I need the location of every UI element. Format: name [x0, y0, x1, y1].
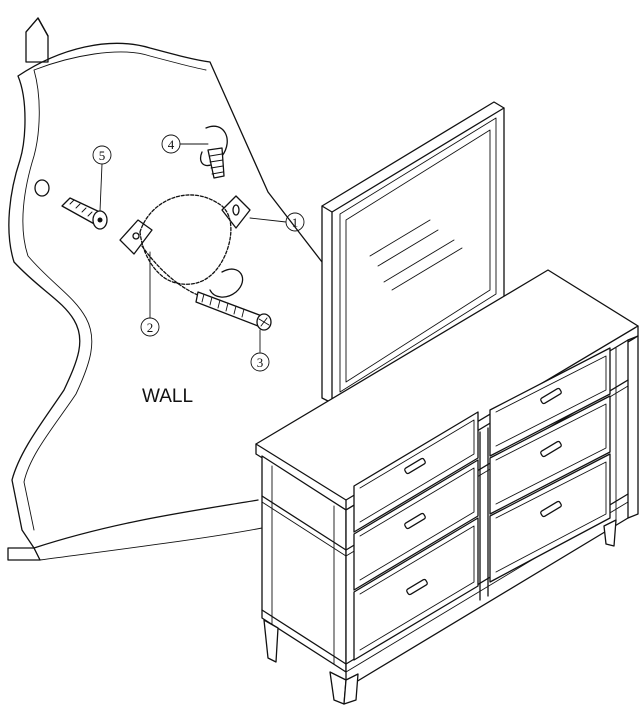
drawer-right-middle — [489, 395, 611, 515]
callouts: 1 2 3 4 5 — [92, 134, 305, 372]
drawer-pull-icon — [404, 512, 426, 530]
furniture-bracket-icon — [221, 195, 251, 229]
drawer-left-top — [353, 411, 479, 533]
callout-5-circle — [92, 145, 112, 165]
callout-2-number: 2 — [147, 320, 154, 335]
anti-tip-hardware — [61, 125, 272, 331]
callout-3-circle — [250, 352, 270, 372]
callout-4-circle — [161, 134, 181, 154]
wall-hole — [34, 179, 50, 197]
hook-screw-icon — [199, 125, 228, 179]
drawer-left-bottom — [353, 517, 479, 661]
dresser-with-mirror — [255, 101, 639, 705]
callout-5-number: 5 — [99, 148, 106, 163]
callout-3-number: 3 — [257, 355, 264, 370]
drawer-left-middle — [353, 459, 479, 591]
drawer-pull-icon — [404, 457, 426, 475]
wall-anchor-icon — [61, 197, 108, 230]
dresser-legs — [263, 519, 617, 705]
wall-section: WALL — [7, 17, 323, 561]
drawer-right-bottom — [489, 453, 611, 583]
wall-label: WALL — [142, 386, 193, 407]
drawer-right-top — [489, 347, 611, 457]
callout-2-circle — [140, 317, 160, 337]
wall-bracket-icon — [119, 219, 153, 255]
callout-4-number: 4 — [168, 137, 175, 152]
mirror — [321, 101, 505, 405]
drawer-pull-icon — [540, 500, 562, 518]
safety-chain-icon — [139, 194, 232, 297]
drawer-pull-icon — [406, 578, 428, 596]
drawer-pull-icon — [540, 440, 562, 458]
callout-1-circle — [285, 212, 305, 232]
callout-1-number: 1 — [292, 215, 299, 230]
wood-screw-icon — [195, 268, 272, 331]
drawer-pull-icon — [540, 387, 562, 405]
